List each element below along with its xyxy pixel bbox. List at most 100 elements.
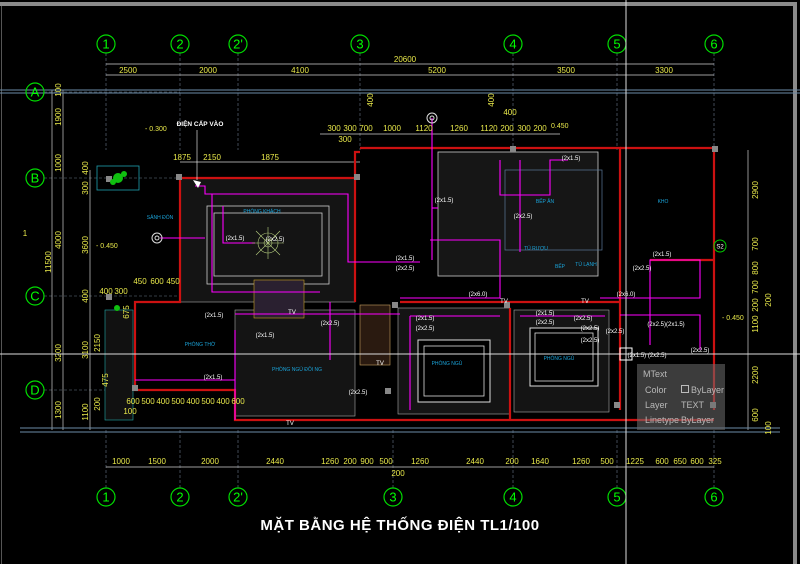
dimension-inner-top: 400 (503, 108, 517, 117)
dimension-left-inner: 1100 (81, 403, 90, 421)
tooltip-linetype-label: Linetype (645, 415, 680, 425)
dimension-bottom: 1260 (572, 457, 590, 466)
wire-size-label: (2x1.5) (205, 313, 224, 319)
dimension-inner: 450 (166, 277, 180, 286)
dimension-top: 3500 (557, 66, 575, 75)
grid-bubble-bottom: 3 (389, 490, 396, 505)
elevation-marker: - 0.450 (722, 315, 744, 322)
dimension-right: 700 (751, 237, 760, 251)
dimension-inner: 600 (126, 397, 140, 406)
room-label: TỦ LẠNH (575, 261, 597, 268)
dimension-left-total: 11500 (44, 251, 53, 273)
room-label: PHÒNG KHÁCH (243, 208, 281, 215)
wire-size-label: (2x1.5) (396, 256, 415, 262)
grid-bubble-left: B (31, 171, 40, 186)
grid-bubble-top-circle (503, 34, 523, 54)
room-label: PHÒNG NGỦ ĐÔI NG (272, 366, 322, 373)
dimension-inner: 100 (123, 407, 137, 416)
dimension-inner: 500 (171, 397, 185, 406)
wire-size-label: (2x2.5) (574, 316, 593, 322)
grid-bubble-top: 4 (509, 37, 516, 52)
wire-size-label: (2x1.5) (416, 316, 435, 322)
wire-size-label: (2x2.5) (581, 338, 600, 344)
tv-outlet-label: TV (581, 299, 589, 305)
grid-bubble-left-circle (25, 286, 45, 306)
dimension-right: 2900 (751, 181, 760, 199)
tv-outlet-label: TV (286, 421, 294, 427)
dimension-inner: 400 (99, 287, 113, 296)
room-label: TỦ RƯỢU (524, 245, 548, 252)
grid-bubble-top: 2 (176, 37, 183, 52)
dimension-lines (51, 63, 749, 468)
dimension-bottom: 1500 (148, 457, 166, 466)
dimension-left: 1300 (54, 401, 63, 419)
grid-bubble-left-circle (25, 82, 45, 102)
dimension-inner-top: 1260 (450, 124, 468, 133)
elevation-marker: 0.450 (551, 123, 569, 130)
dimension-left: 1900 (54, 108, 63, 126)
electrical-wiring (135, 118, 701, 420)
dimension-top: 4100 (291, 66, 309, 75)
grid-bubble-top-circle (228, 34, 248, 54)
dimension-inner: 400 (156, 397, 170, 406)
grid-bubble-bottom: 6 (710, 490, 717, 505)
tooltip-color-value: ByLayer (681, 385, 724, 395)
grid-bubble-bottom: 2 (176, 490, 183, 505)
dimension-right: 200 (764, 293, 773, 307)
wire-size-label: (2x2.5) (416, 326, 435, 332)
room-label: PHÒNG NGỦ (544, 355, 575, 362)
room-label: SẢNH ĐÓN (147, 214, 174, 221)
grid-bubble-top: 1 (102, 37, 109, 52)
kitchen-area (437, 151, 599, 277)
grid-bubble-left-circle (25, 168, 45, 188)
dimension-inner-top: 400 (487, 93, 496, 107)
wire-size-label: (2x1.5) (536, 311, 555, 317)
dimension-top: 2500 (119, 66, 137, 75)
ceiling-light-icon (151, 232, 163, 244)
dimension-bottom: 1260 (411, 457, 429, 466)
viewport-frame-left (1, 6, 2, 564)
color-swatch-icon (681, 385, 689, 393)
wire-size-label: (2x2.5) (536, 320, 555, 326)
dimension-inner: 500 (141, 397, 155, 406)
dimension-bottom: 600 (690, 457, 704, 466)
sheet-marker: 1 (23, 229, 28, 238)
wire-size-label: (2x2.5) (349, 390, 368, 396)
dimension-inner: 450 (133, 277, 147, 286)
tv-outlet-label: TV (376, 361, 384, 367)
dimension-inner-top: 1120 (480, 124, 498, 133)
dimension-left: 1000 (54, 154, 63, 172)
wire-size-label: (2x1.5) (653, 252, 672, 258)
wire-size-label: (2x1.5) (2x2.5) (627, 353, 666, 359)
grid-bubble-bottom-circle (96, 487, 116, 507)
dimension-right: 200 (751, 298, 760, 312)
tooltip-linetype-value: ByLayer (681, 415, 715, 425)
plant-icon (110, 171, 127, 311)
dimension-total-top: 20600 (394, 55, 417, 64)
dimension-left: 4000 (54, 231, 63, 249)
grid-bubble-bottom-circle (503, 487, 523, 507)
dimension-inner-top: 300 (343, 124, 357, 133)
dimension-left-inner: 200 (93, 397, 102, 411)
dimension-inner: 400 (216, 397, 230, 406)
room-label: BẾP (555, 263, 566, 270)
dimension-inner-top: 200 (500, 124, 514, 133)
dimension-bottom: 500 (379, 457, 393, 466)
dimension-bottom: 1640 (531, 457, 549, 466)
wire-size-label: (2x2.5) (321, 321, 340, 327)
dimension-left-inner: 3100 (81, 341, 90, 359)
dimension-top: 5200 (428, 66, 446, 75)
crosshair-pickbox (619, 347, 633, 361)
grid-bubble-bottom-circle (383, 487, 403, 507)
dimension-left-inner: 2150 (93, 334, 102, 352)
tooltip-layer-value: TEXT (681, 400, 705, 410)
dimension-inner-top: 1875 (173, 153, 191, 162)
stair-steps (253, 279, 305, 319)
mtext-properties-tooltip: MText Color ByLayer Layer TEXT Linetype … (637, 364, 725, 430)
dimension-inner-top: 300 (517, 124, 531, 133)
dimension-right: 700 (751, 280, 760, 294)
tv-outlet-label: TV (288, 310, 296, 316)
wire-size-label: (2x2.5)(2x1.5) (647, 322, 684, 328)
dimension-bottom: 2440 (266, 457, 284, 466)
